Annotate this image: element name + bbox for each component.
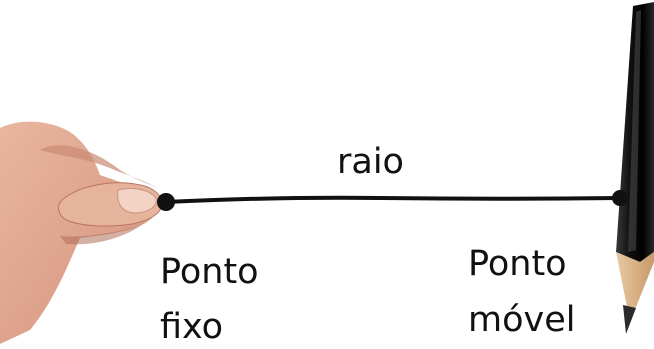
pencil-lead xyxy=(623,305,636,334)
radius-string xyxy=(164,195,622,204)
pencil-highlight xyxy=(628,10,641,252)
hand-palm xyxy=(0,121,162,344)
fixed-point-label-line1: Ponto xyxy=(160,252,259,292)
hand-shadow xyxy=(60,226,140,245)
hand-thumbnail xyxy=(117,187,157,214)
moving-point-label-line2: móvel xyxy=(468,300,576,340)
fixed-point-label-line2: fixo xyxy=(160,307,224,347)
moving-point-label-line1: Ponto xyxy=(468,244,567,284)
pencil-illustration xyxy=(616,2,654,334)
hand-index-finger xyxy=(40,145,160,190)
hand-illustration xyxy=(0,121,163,344)
pencil-wood-tip xyxy=(616,252,654,322)
moving-point-marker xyxy=(612,190,628,206)
fixed-point-marker xyxy=(157,193,175,211)
radius-label: raio xyxy=(337,142,404,182)
